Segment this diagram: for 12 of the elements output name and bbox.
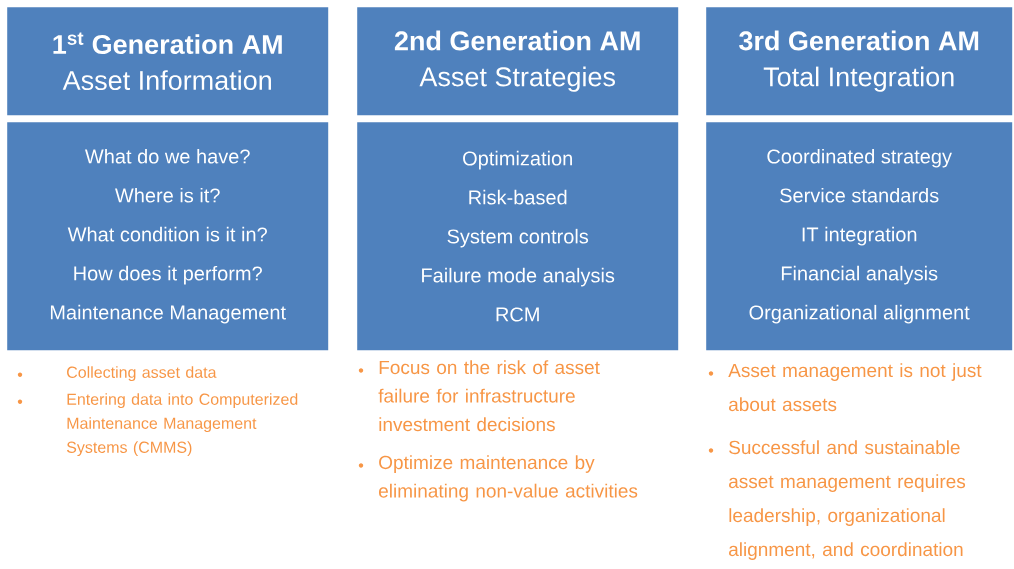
bullet-text: Focus on the risk of asset failure for infrastructure investment decisions: [378, 360, 600, 432]
content-box: Coordinated strategy Service standards IT integration Financial analysis Organizational alignment: [706, 122, 1013, 351]
bullet-text: Optimize maintenance by eliminating non-value activities: [379, 455, 638, 502]
bullet-text: Collecting asset data: [67, 366, 217, 382]
bullet-text: Successful and sustainable asset management requires leadership, organizational alignment, and coordination: [729, 440, 966, 560]
header-box: 2nd Generation AM Asset Strategies: [357, 7, 679, 116]
header-box: 1$^{st}$ Generation AM Asset Information: [7, 7, 329, 116]
header-box: 3rd Generation AM Total Integration: [706, 7, 1013, 116]
content-box: Optimization Risk-based System controls Failure mode analysis RCM: [357, 122, 679, 351]
bullet-text: Entering data into Computerized Maintenance Management Systems (CMMS): [66, 393, 298, 457]
content-box: What do we have? Where is it? What condition is it in? How does it perform? Maintenance Management: [7, 122, 329, 351]
bullet-text: Asset management is not just about assets: [728, 363, 982, 412]
